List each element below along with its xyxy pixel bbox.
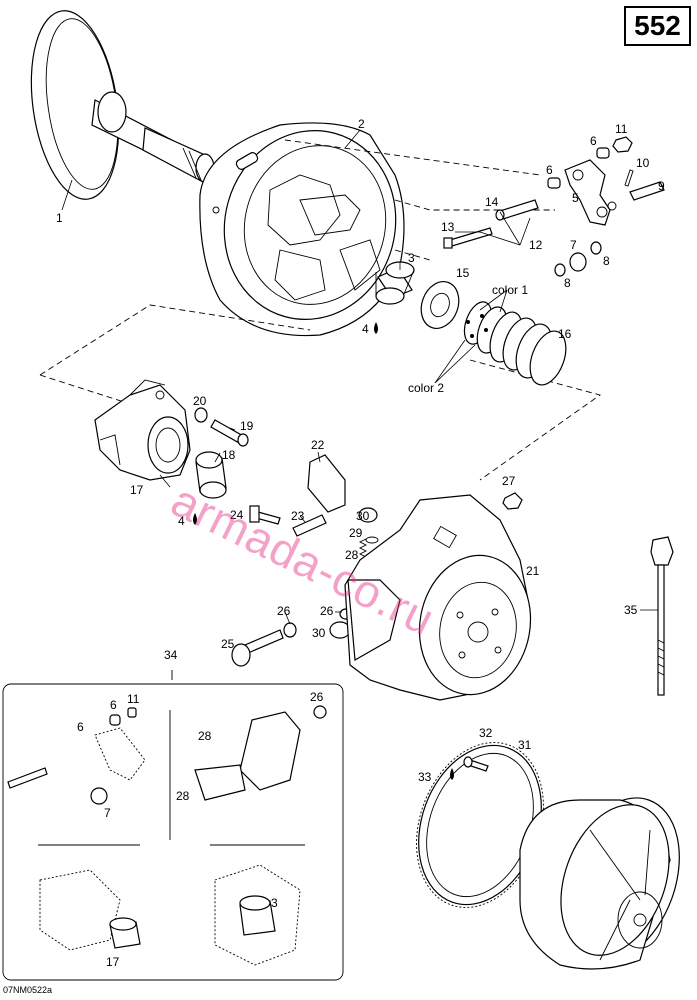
callout-color-2: color 2 (408, 381, 444, 395)
callout-30: 30 (356, 509, 370, 523)
screw-part-32 (463, 756, 489, 772)
movable-sheave-part-2 (199, 122, 405, 337)
callout-8: 8 (564, 276, 571, 290)
callout-24: 24 (230, 508, 244, 522)
callout-4: 4 (362, 322, 369, 336)
callout-16: 16 (558, 327, 572, 341)
callout-26: 26 (320, 604, 334, 618)
bushing-part-18 (195, 451, 227, 499)
callout-23: 23 (291, 509, 305, 523)
pin-part-10 (624, 169, 634, 187)
callout-15: 15 (456, 266, 470, 280)
drive-housing-part-21 (344, 494, 532, 701)
lubricant-drop-icon (374, 322, 378, 334)
callout-31: 31 (518, 738, 532, 752)
roller-parts-7-8 (554, 241, 602, 277)
inset-box-34 (2, 670, 344, 981)
inset-callout-3: 3 (271, 896, 278, 910)
callout-27: 27 (502, 474, 516, 488)
arm-part-5 (564, 159, 617, 226)
callout-32: 32 (479, 726, 493, 740)
callout-1: 1 (56, 211, 63, 225)
callout-10: 10 (636, 156, 650, 170)
callout-33: 33 (418, 770, 432, 784)
callout-14: 14 (485, 195, 499, 209)
assembly-line-upper (284, 139, 555, 261)
callout-5: 5 (572, 191, 579, 205)
bushings-parts-6 (547, 147, 610, 189)
callout-3: 3 (408, 251, 415, 265)
callout-6: 6 (590, 134, 597, 148)
callout-8: 8 (603, 254, 610, 268)
callout-17: 17 (130, 483, 144, 497)
roller-part-30 (329, 507, 378, 639)
callout-7: 7 (570, 238, 577, 252)
bolt-part-24 (249, 505, 281, 525)
inset-callout-28: 28 (198, 729, 212, 743)
bolt-part-25 (231, 629, 284, 667)
callout-color-1: color 1 (492, 283, 528, 297)
inset-callout-26: 26 (310, 690, 324, 704)
spider-part-17 (94, 379, 191, 481)
washer-part-15 (420, 281, 460, 329)
callout-30: 30 (312, 626, 326, 640)
callout-20: 20 (193, 394, 207, 408)
washer-part-26 (283, 622, 297, 638)
bolt-part-19 (210, 419, 249, 447)
nut-part-11 (612, 136, 633, 153)
lubricant-drop-icon (450, 768, 454, 780)
callout-9: 9 (658, 179, 665, 193)
callout-22: 22 (311, 438, 325, 452)
nut-part-27 (502, 492, 523, 510)
drum-assembly (519, 797, 680, 970)
callout-25: 25 (221, 637, 235, 651)
slider-part-22 (307, 454, 346, 513)
inset-callout-28: 28 (176, 789, 190, 803)
bushing-part-3 (375, 261, 415, 305)
inset-callout-17: 17 (106, 955, 120, 969)
callout-26: 26 (277, 604, 291, 618)
page-number: 552 (624, 6, 691, 46)
inset-callout-6: 6 (77, 720, 84, 734)
fixed-sheave-part-1 (30, 10, 215, 200)
inset-callout-7: 7 (104, 806, 111, 820)
callout-6: 6 (546, 163, 553, 177)
spring-part-16 (463, 301, 567, 386)
pin-part-23 (292, 514, 327, 537)
callout-35: 35 (624, 603, 638, 617)
callout-13: 13 (441, 220, 455, 234)
callout-2: 2 (358, 117, 365, 131)
pin-part-9 (629, 181, 665, 201)
reference-code: 07NM0522a (3, 985, 53, 995)
callout-18: 18 (222, 448, 236, 462)
inset-callout-11: 11 (127, 692, 140, 706)
washer-part-20 (194, 407, 208, 423)
leader-lines (61, 129, 658, 625)
callout-11: 11 (615, 122, 628, 136)
lubricant-drop-icon (193, 513, 197, 525)
callout-4: 4 (178, 514, 185, 528)
shaft-part-14 (495, 199, 539, 221)
inset-callout-6: 6 (110, 698, 117, 712)
callout-21: 21 (526, 564, 540, 578)
callout-29: 29 (349, 526, 363, 540)
callout-34: 34 (164, 648, 178, 662)
callout-12: 12 (529, 238, 543, 252)
callout-28: 28 (345, 548, 359, 562)
ring-part-29 (365, 536, 379, 544)
bolt-part-35 (650, 536, 674, 696)
callout-19: 19 (240, 419, 254, 433)
